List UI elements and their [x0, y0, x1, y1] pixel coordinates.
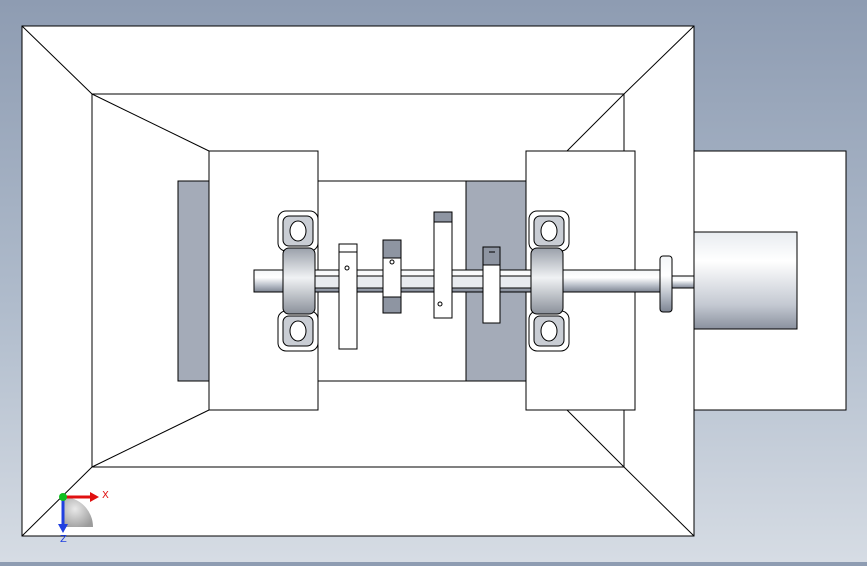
- motor: [693, 231, 798, 330]
- orientation-triad: X Z: [58, 490, 109, 545]
- motor-mount[interactable]: [693, 150, 847, 411]
- cam-3[interactable]: [433, 211, 453, 319]
- z-axis-label: Z: [60, 534, 67, 545]
- right-pillow-bearing[interactable]: [528, 210, 570, 352]
- y-axis: [59, 493, 67, 501]
- coupling[interactable]: [659, 255, 695, 313]
- cam-4[interactable]: [482, 246, 501, 324]
- left-pillow-bearing[interactable]: [277, 210, 319, 352]
- cam-1[interactable]: [338, 243, 358, 350]
- x-axis-label: X: [102, 490, 109, 501]
- cam-2[interactable]: [382, 239, 402, 314]
